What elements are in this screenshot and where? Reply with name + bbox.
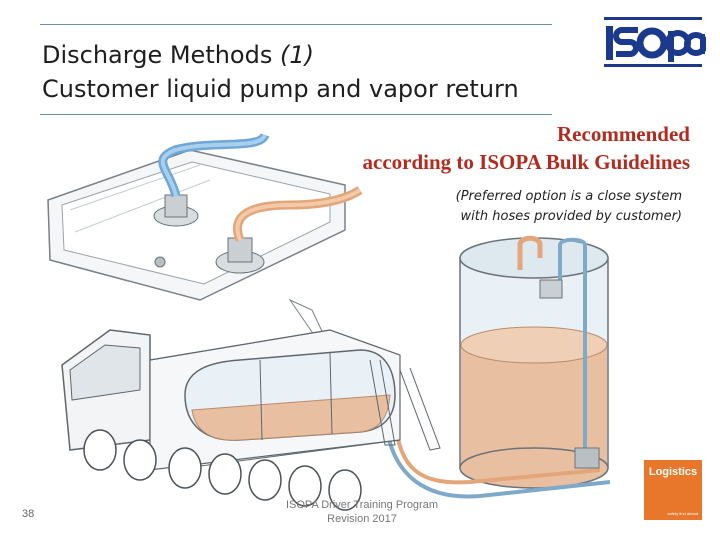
page-number: 38 <box>22 508 35 520</box>
slide-title: Discharge Methods (1) Customer liquid pu… <box>42 38 519 106</box>
title-line1: Discharge Methods <box>42 41 280 69</box>
preferred-option-note: (Preferred option is a close system with… <box>382 187 682 227</box>
bottom-rule <box>40 114 552 115</box>
isopa-logo-icon <box>600 14 706 74</box>
title-number: (1) <box>279 41 314 69</box>
footer-revision: Revision 2017 <box>327 513 397 525</box>
top-rule <box>40 24 552 25</box>
logistics-badge: Logistics safety first ahead <box>644 460 702 520</box>
footer-program: ISOPA Driver Training Program <box>285 499 438 511</box>
recommended-source: according to ISOPA Bulk Guidelines <box>362 150 691 174</box>
storage-tank <box>459 235 609 489</box>
logistics-subtext: safety first ahead <box>667 511 698 516</box>
note-line2: with hoses provided by customer) <box>460 209 682 224</box>
title-line2: Customer liquid pump and vapor return <box>42 75 519 103</box>
logistics-label: Logistics <box>648 466 698 478</box>
recommendation-text: Recommended according to ISOPA Bulk Guid… <box>290 120 691 176</box>
tanker-truck <box>61 329 441 511</box>
note-line1: (Preferred option is a close system <box>455 189 682 204</box>
footer-text: ISOPA Driver Training Program Revision 2… <box>262 498 462 526</box>
recommended-heading: Recommended <box>557 122 690 146</box>
